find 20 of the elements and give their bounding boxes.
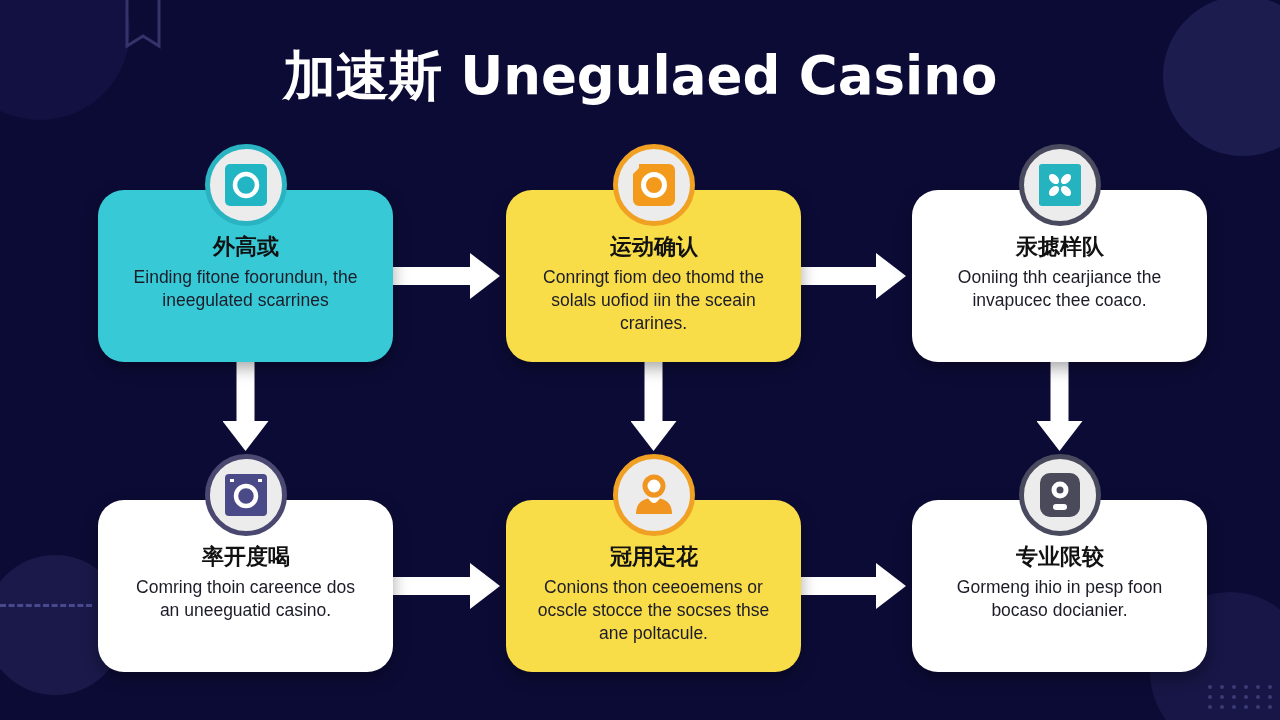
page-title: 加速斯 Unegulaed Casino: [282, 45, 998, 107]
arrow: [801, 563, 906, 609]
step-title: 冠用定花: [609, 543, 698, 571]
step-title: 汞摅样队: [1015, 233, 1104, 261]
step-description: Conions thon ceeoemens or ocscle stocce the socses thse ane poltacule.: [536, 576, 771, 645]
arrow: [222, 362, 269, 451]
arrow: [630, 362, 677, 451]
step-description: Gormeng ihio in pesp foon bocaso docianier.: [955, 576, 1164, 622]
step-title: 运动确认: [609, 233, 698, 261]
step-title: 外高或: [212, 233, 279, 261]
arrow: [393, 563, 500, 609]
step-title: 率开度喝: [201, 543, 290, 571]
step-description: Conringt fiom deo thomd the solals uofiod iin the sceain crarines.: [542, 266, 765, 335]
arrow: [1036, 362, 1083, 451]
arrow: [801, 253, 906, 299]
step-description: Ooniing thh cearjiance the invapucec thee coaco.: [956, 266, 1163, 312]
step-description: Einding fitone foorundun, the ineegulated scarrines: [132, 266, 359, 312]
arrow: [393, 253, 500, 299]
step-title: 专业限较: [1015, 543, 1104, 571]
step-description: Comring thoin careence dos an uneeguatid casino.: [135, 576, 356, 622]
